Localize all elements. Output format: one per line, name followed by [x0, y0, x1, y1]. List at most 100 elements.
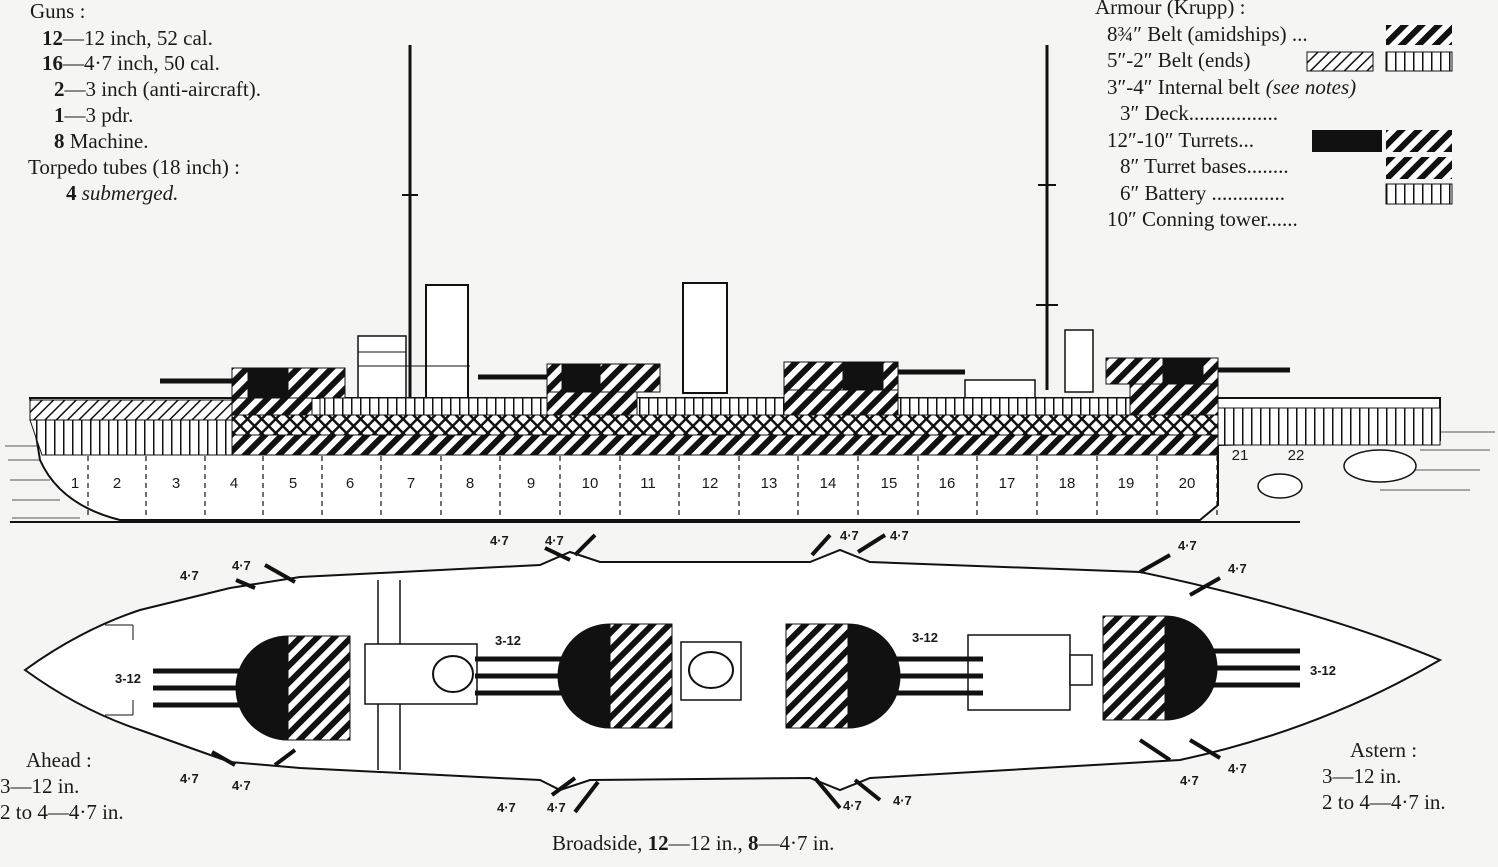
- secondary-gun-label: 4·7: [893, 793, 912, 808]
- main-gun-label: 3-12: [115, 671, 141, 686]
- guns-legend: Guns : 12—12 inch, 52 cal. 16—4·7 inch, …: [28, 0, 261, 205]
- torpedo-heading: Torpedo tubes (18 inch) :: [28, 155, 240, 179]
- ahead-fire: Ahead : 3—12 in. 2 to 4—4·7 in.: [0, 748, 124, 824]
- fore-funnel: [425, 284, 469, 399]
- swatch-thick-hatch: [1386, 130, 1452, 152]
- secondary-gun-label: 4·7: [232, 558, 251, 573]
- turret-plan: [475, 623, 673, 729]
- astern-fire: Astern : 3—12 in. 2 to 4—4·7 in.: [1322, 738, 1446, 814]
- plan-turrets: [153, 615, 1300, 741]
- casemate-gun: [544, 546, 571, 562]
- swatch-thin-hatch: [1306, 51, 1374, 72]
- casemate-gun: [856, 533, 887, 554]
- stern-belt: [1217, 407, 1441, 446]
- compartment-number: 15: [881, 475, 898, 492]
- casemate-gun: [853, 778, 882, 802]
- bow-upper-armour: [29, 399, 233, 421]
- turret-plan: [785, 623, 983, 729]
- turret-y-profile: [1105, 357, 1290, 416]
- gun-line: 1—3 pdr.: [54, 103, 133, 127]
- armour-line: 8¾″ Belt (amidships) ...: [1107, 22, 1308, 46]
- secondary-gun-label: 4·7: [180, 771, 199, 786]
- armour-line: 8″ Turret bases........: [1120, 154, 1289, 178]
- casemate-gun: [810, 533, 832, 557]
- armour-line: 3″-4″ Internal belt(see notes): [1107, 75, 1356, 99]
- secondary-gun-label: 4·7: [232, 778, 251, 793]
- turret-q-profile: [783, 361, 965, 416]
- compartment-number: 14: [820, 475, 837, 492]
- gun-line: 16—4·7 inch, 50 cal.: [42, 51, 220, 75]
- secondary-gun-label: 4·7: [1228, 761, 1247, 776]
- compartment-number: 21: [1232, 447, 1249, 464]
- turret-front: [557, 623, 611, 729]
- swatch-vertical-bars: [1385, 51, 1453, 72]
- compartment-number: 7: [407, 475, 415, 492]
- secondary-gun-label: 4·7: [180, 568, 199, 583]
- swatch-vertical-bars: [1385, 183, 1453, 205]
- armour-line: 3″ Deck.................: [1120, 101, 1278, 125]
- astern-heading: Astern :: [1350, 738, 1417, 762]
- ahead-secondary: 2 to 4—4·7 in.: [0, 800, 124, 824]
- secondary-gun-label: 4·7: [490, 533, 509, 548]
- turret-rear: [609, 623, 673, 729]
- main-gun-label: 3-12: [1310, 663, 1336, 678]
- compartment-number: 16: [939, 475, 956, 492]
- aft-funnel: [682, 282, 728, 394]
- gun-line: 12—12 inch, 52 cal.: [42, 26, 213, 50]
- casemate-gun: [813, 776, 842, 810]
- compartment-number: 9: [527, 475, 535, 492]
- aft-bridge: [1064, 329, 1094, 393]
- guns-heading: Guns :: [30, 0, 85, 23]
- casemate-gun: [1139, 553, 1171, 574]
- rudder: [1343, 449, 1417, 483]
- compartment-number: 22: [1288, 447, 1305, 464]
- turret-front: [1164, 615, 1218, 721]
- battery-armour: [319, 397, 1131, 416]
- casemate-gun: [264, 563, 296, 584]
- gun-line: 8 Machine.: [54, 129, 148, 153]
- secondary-gun-label: 4·7: [840, 528, 859, 543]
- armour-line: 6″ Battery ..............: [1120, 181, 1285, 205]
- secondary-gun-label: 4·7: [1228, 561, 1247, 576]
- turret-rear: [785, 623, 849, 729]
- fore-funnel-plan: [432, 655, 474, 693]
- secondary-gun-label: 4·7: [890, 528, 909, 543]
- compartment-number: 4: [230, 475, 238, 492]
- compartment-number: 19: [1118, 475, 1135, 492]
- secondary-gun-label: 4·7: [1180, 773, 1199, 788]
- fore-bridge: [357, 335, 407, 399]
- casemate-gun: [211, 750, 236, 767]
- plan-view: [23, 533, 1443, 814]
- astern-secondary: 2 to 4—4·7 in.: [1322, 790, 1446, 814]
- main-gun-label: 3-12: [495, 633, 521, 648]
- casemate-gun: [1138, 738, 1172, 762]
- compartment-number: 12: [702, 475, 719, 492]
- secondary-gun-label: 4·7: [545, 533, 564, 548]
- armour-line: 12″-10″ Turrets...: [1107, 128, 1254, 152]
- main-gun-label: 3-12: [912, 630, 938, 645]
- casemate-gun: [235, 578, 256, 590]
- broadside-caption: Broadside, 12—12 in., 8—4·7 in.: [552, 831, 834, 855]
- compartment-number: 1: [71, 475, 79, 492]
- swatch-solid: [1312, 130, 1382, 152]
- main-belt: [231, 434, 1219, 456]
- armour-legend: Armour (Krupp) : 8¾″ Belt (amidships) ..…: [1095, 0, 1453, 231]
- casemate-gun: [573, 533, 597, 557]
- compartment-number: 5: [289, 475, 297, 492]
- torpedo-line: 4 submerged.: [66, 181, 178, 205]
- gun-line: 2—3 inch (anti-aircraft).: [54, 77, 261, 101]
- upper-belt: [231, 414, 1219, 436]
- deckhouse: [964, 379, 1036, 399]
- secondary-gun-label: 4·7: [1178, 538, 1197, 553]
- turret-front: [235, 635, 289, 741]
- casemate-guns: [211, 533, 1222, 814]
- casemate-gun: [1189, 576, 1221, 597]
- aft-funnel-plan: [688, 651, 734, 689]
- casemate-gun: [273, 748, 297, 767]
- bow-belt: [29, 419, 233, 456]
- armour-heading: Armour (Krupp) :: [1095, 0, 1245, 19]
- propeller-boss: [1257, 473, 1303, 499]
